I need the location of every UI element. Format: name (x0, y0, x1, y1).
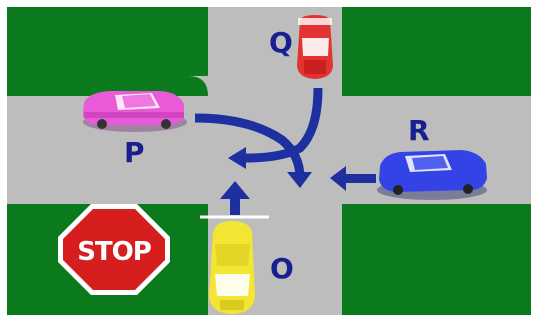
label-q: Q (269, 26, 293, 59)
label-p: P (124, 136, 145, 169)
car-o (209, 221, 255, 314)
arrow-turn-left-icon (228, 87, 323, 169)
label-o: O (270, 252, 294, 285)
car-r (377, 150, 487, 200)
arrow-west-icon (330, 166, 376, 191)
car-q (297, 15, 333, 79)
stop-sign-text: STOP (77, 237, 151, 267)
arrow-north-icon (220, 181, 250, 215)
stop-sign-icon: STOP (58, 204, 170, 295)
car-p (83, 91, 187, 132)
arrow-turn-right-icon (194, 113, 312, 188)
label-r: R (408, 114, 430, 147)
